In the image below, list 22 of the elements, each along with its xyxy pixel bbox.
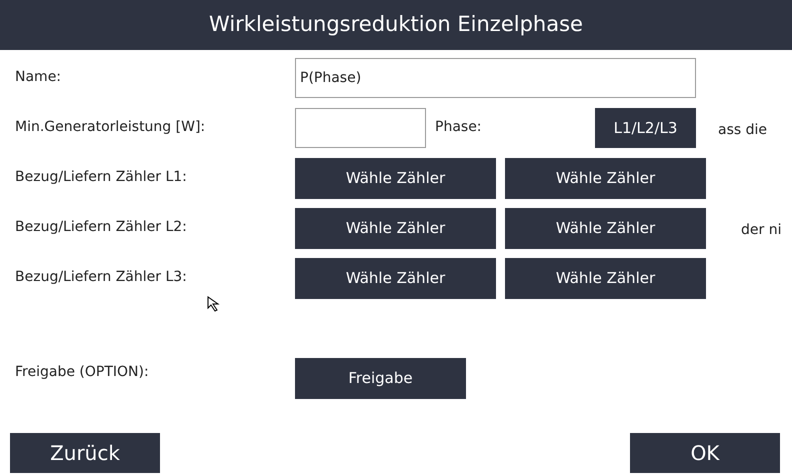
button: Wähle Zähler — [505, 208, 706, 249]
field-label: der ni — [741, 223, 782, 237]
field-label: Bezug/Liefern Zähler L2: — [15, 220, 187, 234]
button: Freigabe — [295, 358, 466, 399]
nav-button: OK — [630, 433, 780, 473]
field-label: Phase: — [435, 120, 482, 134]
nav-button: Zurück — [10, 433, 160, 473]
field-label: Name: — [15, 70, 62, 84]
button: Wähle Zähler — [295, 258, 496, 299]
button: L1/L2/L3 — [595, 108, 696, 148]
input-field — [295, 108, 426, 148]
input-field: P(Phase) — [295, 58, 696, 98]
field-label: Bezug/Liefern Zähler L1: — [15, 170, 187, 184]
button: Wähle Zähler — [295, 158, 496, 199]
title: Wirkleistungsreduktion Einzelphase — [209, 11, 583, 38]
field-label: Min.Generatorleistung [W]: — [15, 120, 206, 134]
button: Wähle Zähler — [505, 258, 706, 299]
field-label: Freigabe (OPTION): — [15, 365, 149, 379]
field-label: Bezug/Liefern Zähler L3: — [15, 270, 187, 284]
field-label: ass die — [718, 123, 768, 137]
button: Wähle Zähler — [295, 208, 496, 249]
button: Wähle Zähler — [505, 158, 706, 199]
